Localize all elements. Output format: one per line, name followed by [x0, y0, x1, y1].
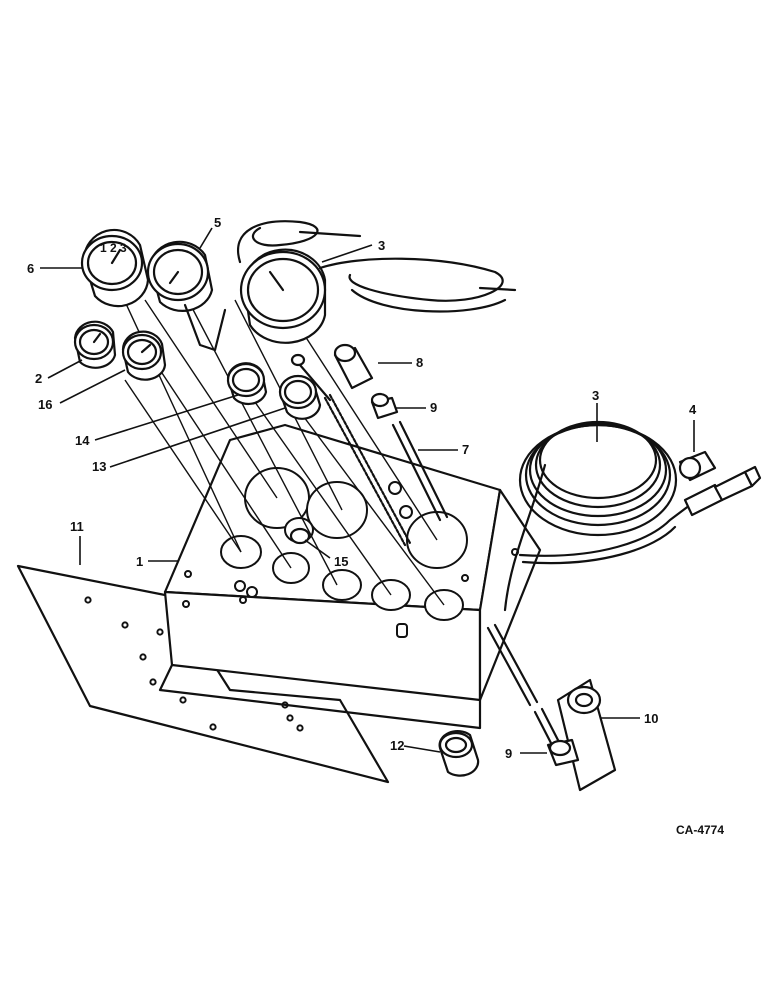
svg-text:1 2 3: 1 2 3 [100, 241, 127, 255]
callout-14: 12 [390, 738, 404, 753]
callout-6: 6 [27, 261, 34, 276]
callout-9-lower: 9 [505, 746, 512, 761]
callout-11: 13 [92, 459, 106, 474]
callout-4: 4 [689, 402, 697, 417]
fitting-8 [290, 343, 374, 390]
callout-16: 16 [38, 397, 52, 412]
callout-13: 11 [70, 519, 84, 534]
callout-15: 15 [334, 554, 348, 569]
callout-10: 10 [644, 711, 658, 726]
callout-12: 14 [75, 433, 90, 448]
callout-9-upper: 9 [430, 400, 437, 415]
gauge-tachometer [146, 240, 227, 352]
leader-lines [40, 227, 695, 754]
grommet-15 [289, 527, 311, 545]
capillary-coil [503, 420, 692, 612]
callout-7: 7 [462, 442, 469, 457]
explosion-lines [114, 279, 445, 606]
callout-8: 8 [416, 355, 423, 370]
figure-code: CA-4774 [676, 823, 724, 837]
lower-tube [486, 623, 617, 792]
tube-7 [391, 420, 449, 522]
gauge-temperature [237, 220, 517, 344]
grommet-14 [438, 730, 480, 777]
gauge-small-11 [278, 374, 322, 420]
callout-1: 1 [136, 554, 143, 569]
callout-3-upper: 3 [378, 238, 385, 253]
gauge-small-12 [226, 362, 268, 406]
plug-4 [678, 450, 717, 482]
callout-labels: 6 5 3 2 16 14 13 8 9 7 3 4 11 1 15 10 9 … [27, 215, 724, 837]
gauge-small-2 [73, 320, 117, 369]
nut-upper [370, 392, 399, 420]
callout-3-coil: 3 [592, 388, 599, 403]
gauge-small-16 [121, 330, 167, 381]
temperature-bulb [683, 465, 762, 517]
callout-2: 2 [35, 371, 42, 386]
gauge-large-left: 1 2 3 [80, 228, 150, 308]
callout-5: 5 [214, 215, 221, 230]
drive-cable [298, 363, 412, 547]
